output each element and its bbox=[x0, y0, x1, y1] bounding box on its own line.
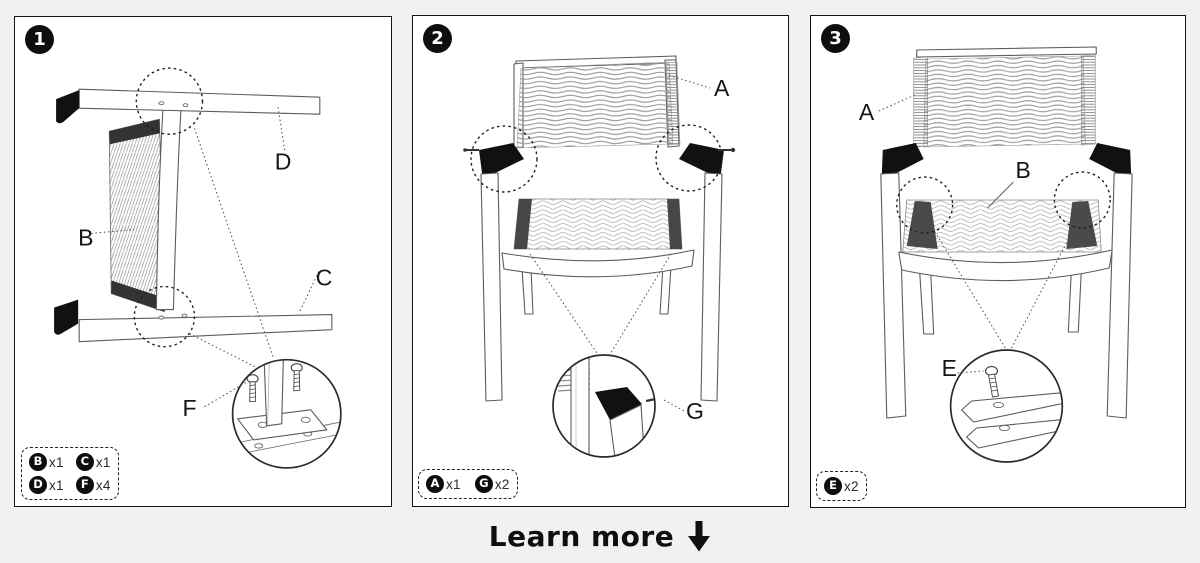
zoom-trace-left bbox=[932, 227, 1007, 351]
leader-d bbox=[277, 105, 286, 151]
step-1-illustration: D B C F bbox=[54, 67, 342, 469]
parts-list-step-1: B x1 C x1 D x1 F x4 bbox=[21, 447, 119, 500]
callout-label-b: B bbox=[1015, 157, 1030, 183]
zoom-trace-top bbox=[194, 128, 275, 359]
zoom-trace-right bbox=[608, 253, 672, 357]
seat-highlight-left bbox=[896, 176, 954, 234]
armrest-highlight-left bbox=[470, 125, 538, 193]
learn-more-label: Learn more bbox=[488, 519, 675, 553]
callout-label-c: C bbox=[316, 265, 333, 291]
joint-highlight-top bbox=[135, 67, 204, 135]
part-entry: F x4 bbox=[75, 476, 111, 494]
down-arrow-icon bbox=[688, 520, 711, 551]
zoom-trace-bottom bbox=[189, 333, 263, 372]
part-letter-badge: F bbox=[75, 476, 94, 494]
part-entry: E x2 bbox=[824, 477, 859, 495]
leader-a bbox=[664, 73, 711, 89]
part-letter-badge: D bbox=[29, 476, 47, 494]
armrest-caps bbox=[479, 143, 724, 177]
part-letter-badge: C bbox=[75, 453, 94, 471]
part-letter-badge: E bbox=[824, 477, 842, 495]
screw-e bbox=[984, 365, 1000, 398]
callout-label-e: E bbox=[942, 355, 957, 381]
step-panel-2: A G 2 A x1 G x2 bbox=[412, 15, 789, 507]
part-letter-badge: G bbox=[474, 475, 493, 493]
armrest-pin-left bbox=[463, 148, 479, 152]
bottom-bar-c bbox=[54, 299, 333, 343]
leader-a bbox=[878, 94, 915, 112]
joint-highlight-bottom bbox=[133, 285, 196, 348]
part-entry: C x1 bbox=[75, 453, 111, 471]
part-letter-badge: A bbox=[426, 475, 444, 493]
step-panel-1: D B C F 1 B x1 C x1 D x1 F x4 bbox=[14, 16, 392, 507]
back-support-post bbox=[155, 100, 182, 311]
step-number-badge: 2 bbox=[423, 24, 452, 53]
callout-label-f: F bbox=[182, 395, 196, 421]
backrest-panel-b bbox=[108, 118, 165, 313]
step-number-badge: 3 bbox=[821, 24, 850, 53]
seat-highlight-right bbox=[1053, 171, 1111, 229]
magnifier-detail-screws bbox=[231, 358, 342, 469]
seat-weave-b bbox=[898, 199, 1113, 282]
armrest-caps bbox=[881, 143, 1132, 178]
zoom-trace-right bbox=[1010, 223, 1077, 351]
leader-e bbox=[957, 370, 984, 374]
leader-b bbox=[91, 228, 135, 234]
part-entry: G x2 bbox=[474, 475, 510, 493]
backrest-rope-a bbox=[516, 61, 681, 149]
leader-b bbox=[987, 181, 1014, 209]
callout-label-d: D bbox=[275, 148, 292, 174]
callout-label-b: B bbox=[78, 224, 93, 250]
part-quantity: x1 bbox=[49, 454, 64, 470]
step-2-illustration: A G bbox=[463, 55, 736, 458]
top-bar-d bbox=[56, 88, 321, 124]
chair-frame bbox=[916, 46, 1097, 58]
chair-legs bbox=[880, 172, 1133, 419]
screw-f-right bbox=[290, 363, 303, 392]
callout-label-a: A bbox=[714, 75, 730, 101]
parts-list-step-3: E x2 bbox=[816, 471, 867, 501]
step-panel-3: A B E 3 E x2 bbox=[810, 15, 1186, 508]
part-quantity: x1 bbox=[446, 476, 461, 492]
callout-label-a: A bbox=[859, 99, 875, 125]
part-quantity: x4 bbox=[95, 477, 111, 493]
seat-weave bbox=[501, 198, 695, 278]
leader-c bbox=[298, 271, 320, 314]
backrest-rope-a bbox=[913, 54, 1096, 148]
chair-legs bbox=[480, 172, 723, 402]
learn-more-banner: Learn more bbox=[0, 512, 1200, 560]
part-quantity: x1 bbox=[95, 454, 111, 470]
callout-label-g: G bbox=[686, 398, 704, 424]
step-number-badge: 1 bbox=[25, 25, 54, 54]
part-entry: D x1 bbox=[29, 476, 64, 494]
part-letter-badge: B bbox=[29, 453, 47, 471]
step-3-illustration: A B E bbox=[859, 46, 1133, 463]
armrest-pin-right bbox=[718, 147, 736, 153]
screw-f-left bbox=[246, 374, 259, 403]
part-quantity: x2 bbox=[844, 478, 859, 494]
leader-f bbox=[204, 380, 249, 408]
part-quantity: x2 bbox=[494, 476, 510, 492]
part-entry: A x1 bbox=[426, 475, 461, 493]
part-quantity: x1 bbox=[49, 477, 64, 493]
leader-g bbox=[663, 399, 685, 412]
magnifier-detail-armrest bbox=[552, 354, 656, 458]
parts-list-step-2: A x1 G x2 bbox=[418, 469, 518, 499]
armrest-highlight-right bbox=[655, 124, 723, 192]
part-entry: B x1 bbox=[29, 453, 64, 471]
magnifier-detail-screw bbox=[949, 349, 1064, 463]
